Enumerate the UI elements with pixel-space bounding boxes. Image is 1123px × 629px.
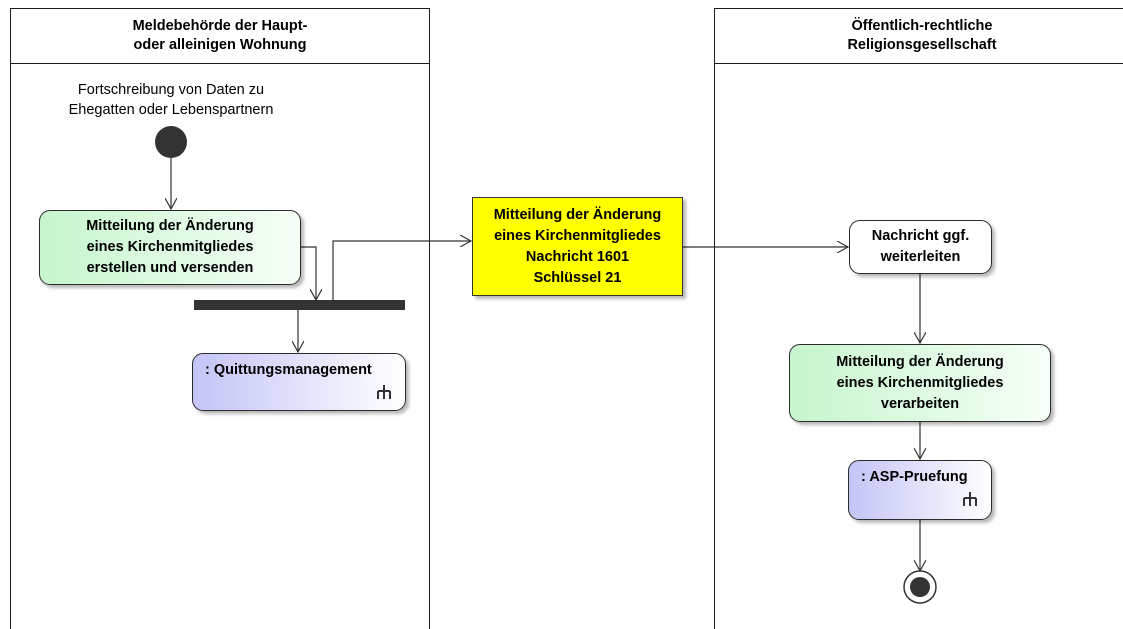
call-asp-check[interactable]: : ASP-Pruefung (848, 460, 992, 520)
edge-create-to-fork (301, 246, 316, 300)
action-forward-message[interactable]: Nachricht ggf. weiterleiten (849, 220, 992, 274)
call-asp-check-label: : ASP-Pruefung (861, 469, 968, 485)
swimlane-religionsgesellschaft: Öffentlich-rechtliche Religionsgesellsch… (714, 8, 1123, 629)
rake-icon (377, 385, 391, 399)
rake-icon (963, 492, 977, 506)
fork-bar (194, 300, 405, 310)
edge-fork-to-message (332, 241, 471, 300)
initial-node (155, 126, 187, 158)
start-label: Fortschreibung von Daten zu Ehegatten od… (68, 82, 274, 118)
call-receipt-management[interactable]: : Quittungsmanagement (192, 353, 406, 411)
swimlane-header-religionsgesellschaft: Öffentlich-rechtliche Religionsgesellsch… (715, 9, 1123, 64)
object-message-1601[interactable]: Mitteilung der Änderung eines Kirchenmit… (472, 197, 683, 296)
swimlane-meldebehoerde: Meldebehörde der Haupt- oder alleinigen … (10, 8, 430, 629)
call-receipt-management-label: : Quittungsmanagement (205, 362, 372, 378)
action-create-send[interactable]: Mitteilung der Änderung eines Kirchenmit… (39, 210, 301, 285)
action-process-change[interactable]: Mitteilung der Änderung eines Kirchenmit… (789, 344, 1051, 422)
swimlane-header-meldebehoerde: Meldebehörde der Haupt- oder alleinigen … (11, 9, 429, 64)
final-node-inner (910, 577, 930, 597)
